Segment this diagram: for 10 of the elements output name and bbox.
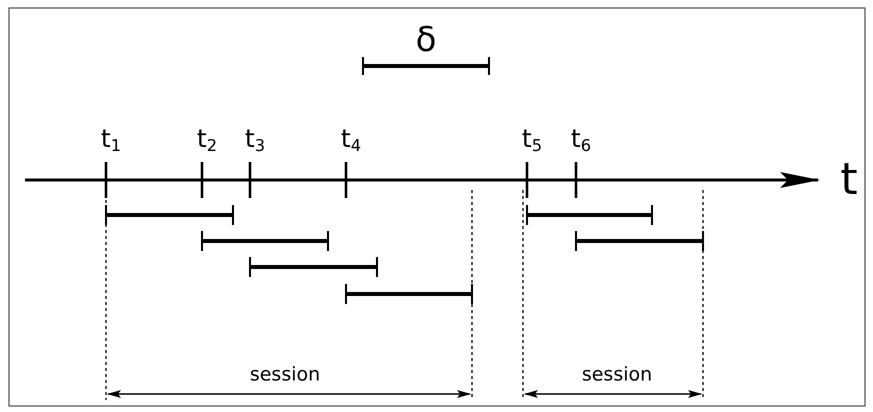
time-label: t$_{3}$ [244, 126, 266, 154]
session-label: session [582, 366, 652, 384]
time-label: t$_{5}$ [522, 126, 542, 154]
time-label: t$_{2}$ [196, 126, 218, 154]
time-label: t$_{4}$ [340, 126, 362, 154]
session-label: session [250, 366, 320, 384]
delta-symbol: δ [416, 23, 436, 57]
time-label: t$_{6}$ [570, 126, 592, 154]
time-label: t$_{1}$ [100, 126, 122, 154]
axis-label: t [840, 158, 858, 202]
